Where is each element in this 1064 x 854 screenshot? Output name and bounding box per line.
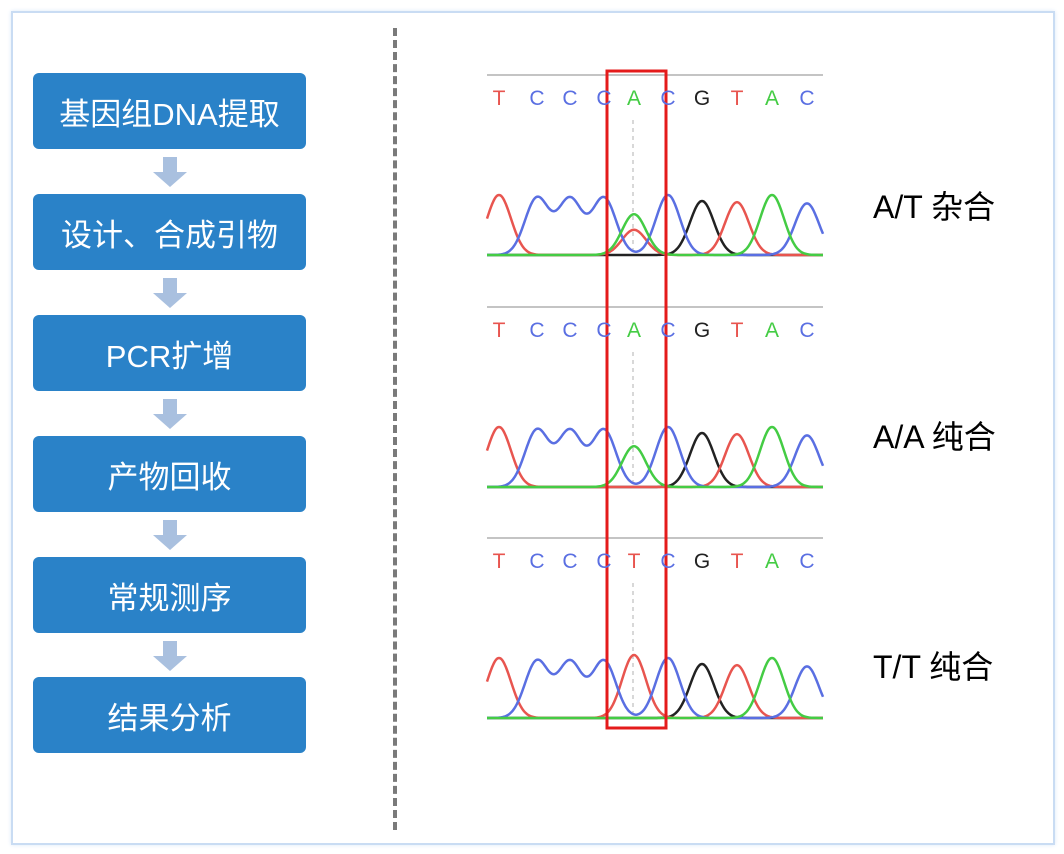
base-call: C <box>660 87 676 110</box>
trace-A <box>487 656 823 720</box>
trace-C <box>487 193 825 257</box>
base-call: C <box>529 319 545 342</box>
base-call: T <box>492 87 506 110</box>
step-pcr: PCR扩增 <box>33 315 306 391</box>
snp-highlight-box <box>605 69 668 730</box>
chromatogram-panel <box>485 74 825 257</box>
base-call: G <box>693 550 711 573</box>
base-call: C <box>596 550 612 573</box>
base-call: C <box>562 319 578 342</box>
base-call: T <box>730 87 744 110</box>
trace-C <box>487 425 825 489</box>
step-product-recovery: 产物回收 <box>33 436 306 512</box>
trace-A <box>487 425 823 489</box>
genotype-label-het: A/T 杂合 <box>873 189 996 225</box>
base-call: T <box>730 550 744 573</box>
base-call: C <box>799 87 815 110</box>
genotype-label-tt: T/T 纯合 <box>873 649 994 685</box>
base-call: C <box>660 319 676 342</box>
base-call: T <box>492 550 506 573</box>
base-call: G <box>693 87 711 110</box>
arrow-down-icon <box>153 278 187 308</box>
chromatogram-panel <box>485 537 825 720</box>
base-call: T <box>730 319 744 342</box>
base-call: A <box>764 550 779 573</box>
base-call: A <box>764 319 779 342</box>
step-dna-extraction: 基因组DNA提取 <box>33 73 306 149</box>
arrow-down-icon <box>153 520 187 550</box>
base-call: C <box>660 550 676 573</box>
trace-C <box>487 656 825 720</box>
step-sequencing: 常规测序 <box>33 557 306 633</box>
arrow-down-icon <box>153 157 187 187</box>
chromatogram-panel <box>485 306 825 489</box>
step-primer-design: 设计、合成引物 <box>33 194 306 270</box>
trace-A <box>487 193 823 257</box>
base-call: C <box>799 319 815 342</box>
base-call: A <box>626 319 641 342</box>
base-call: A <box>764 87 779 110</box>
arrow-down-icon <box>153 641 187 671</box>
arrow-down-icon <box>153 399 187 429</box>
base-call: T <box>492 319 506 342</box>
base-call: C <box>562 87 578 110</box>
trace-G <box>487 662 823 720</box>
base-call: C <box>529 87 545 110</box>
base-call: C <box>596 87 612 110</box>
base-call: A <box>626 87 641 110</box>
genotype-label-aa: A/A 纯合 <box>873 419 996 455</box>
base-call: C <box>529 550 545 573</box>
base-call: C <box>562 550 578 573</box>
base-call: T <box>627 550 641 573</box>
step-analysis: 结果分析 <box>33 677 306 753</box>
dashed-divider <box>393 28 397 830</box>
base-call: C <box>596 319 612 342</box>
base-call: C <box>799 550 815 573</box>
base-call: G <box>693 319 711 342</box>
